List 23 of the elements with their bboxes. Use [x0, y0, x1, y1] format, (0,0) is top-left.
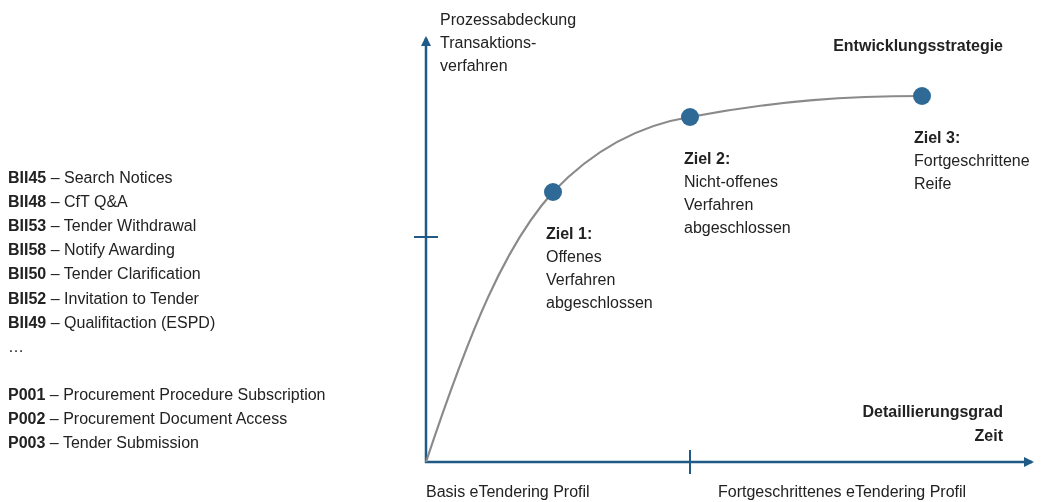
list-item: … [8, 337, 24, 357]
list-item: BII48 – CfT Q&A [8, 192, 128, 212]
list-item: P003 – Tender Submission [8, 433, 199, 453]
milestone-title: Ziel 2: [684, 149, 732, 169]
list-item: P001 – Procurement Procedure Subscription [8, 385, 326, 405]
milestone-description: Nicht-offenes Verfahren abgeschlossen [684, 172, 792, 238]
list-item: BII53 – Tender Withdrawal [8, 216, 197, 236]
list-item: BII49 – Qualifitaction (ESPD) [8, 313, 216, 333]
axis-label: Basis eTendering Profil [426, 482, 590, 502]
heading-label: Entwicklungsstrategie [833, 36, 1003, 56]
axis-label: Prozessabdeckung Transaktions-verfahren [440, 10, 578, 76]
axis-label: Fortgeschrittenes eTendering Profil [718, 482, 967, 502]
milestone-title: Ziel 1: [546, 224, 594, 244]
milestone-title: Ziel 3: [914, 128, 962, 148]
milestone-description: Offenes Verfahren abgeschlossen [546, 247, 654, 313]
list-item: P002 – Procurement Document Access [8, 409, 288, 429]
milestone-description: Fortgeschrittene Reife [914, 151, 1031, 194]
list-item: BII52 – Invitation to Tender [8, 289, 199, 309]
list-item: BII58 – Notify Awarding [8, 240, 175, 260]
heading-label: Detaillierungsgrad [862, 402, 1003, 422]
list-item: BII50 – Tender Clarification [8, 264, 201, 284]
heading-label: Zeit [974, 426, 1003, 446]
list-item: BII45 – Search Notices [8, 168, 173, 188]
